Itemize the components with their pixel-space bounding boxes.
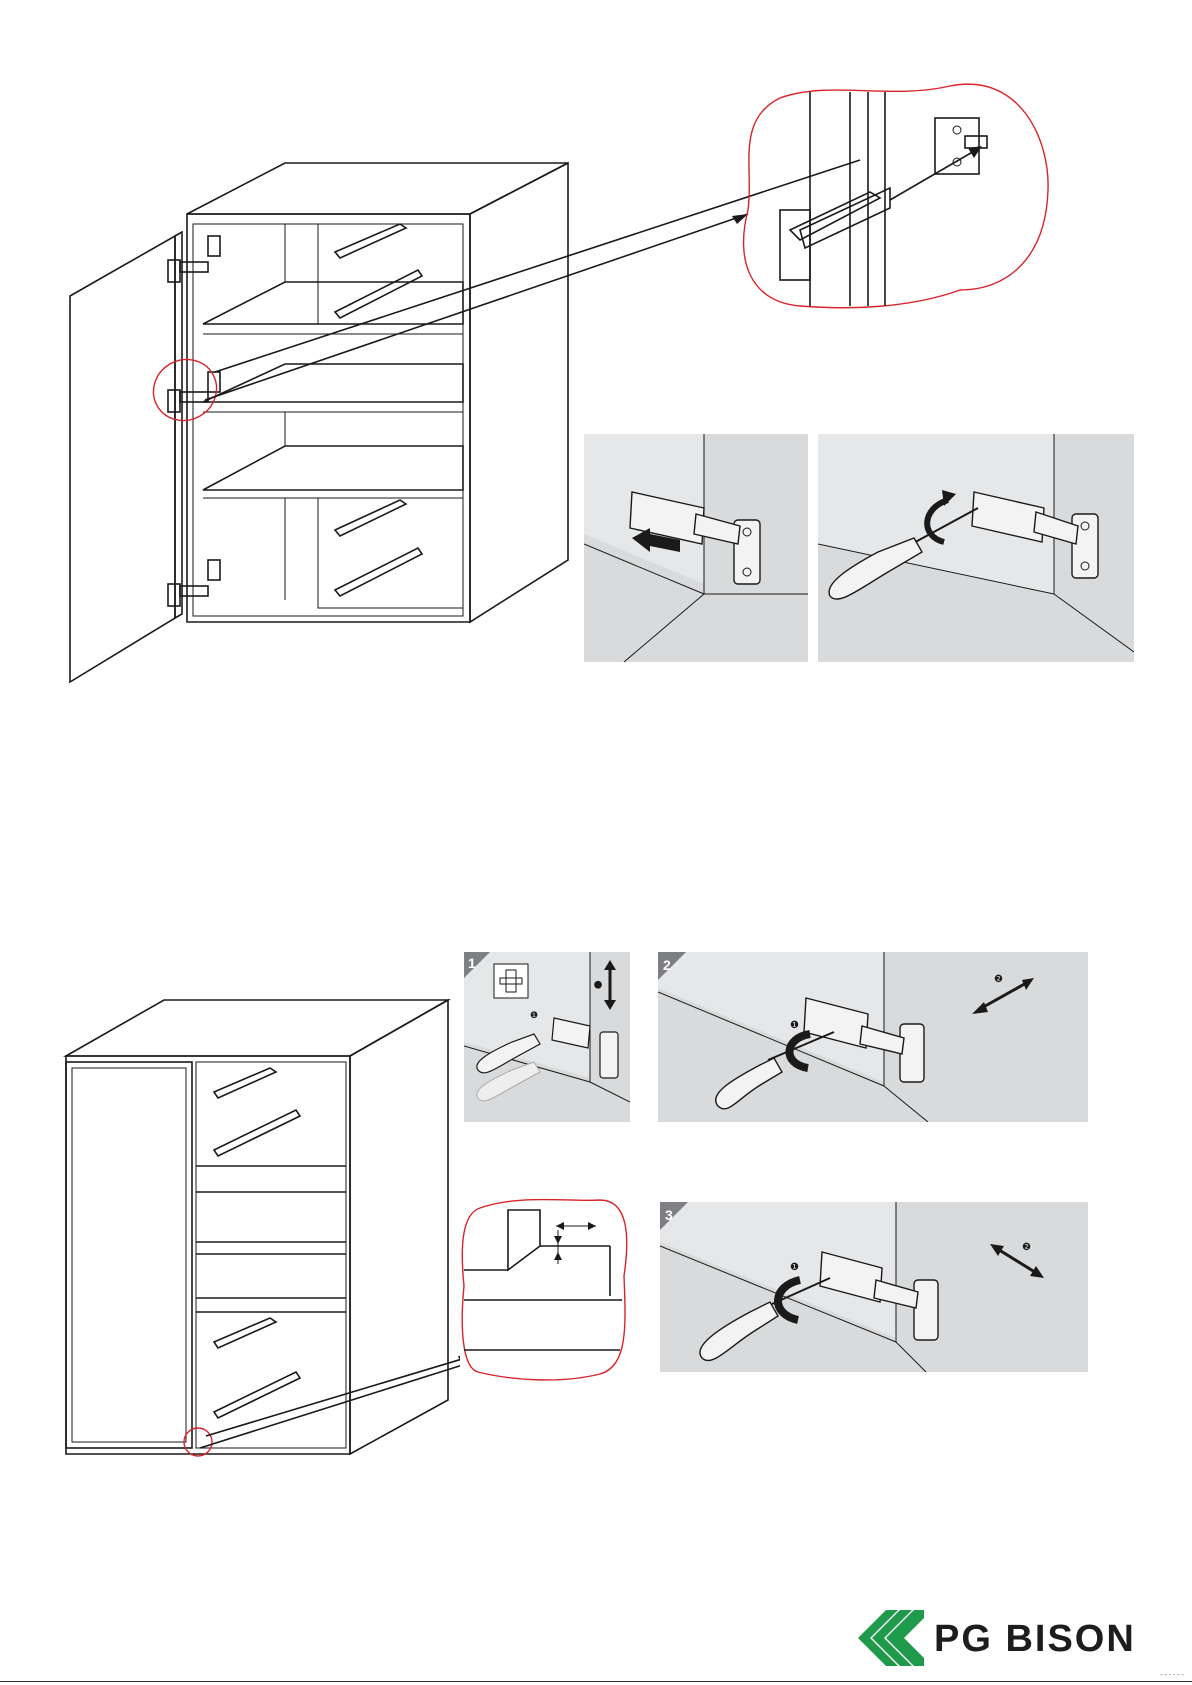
gap-highlight-circle	[184, 1428, 212, 1456]
closed-door	[66, 1062, 192, 1448]
brand-name: PG BISON	[934, 1618, 1136, 1661]
svg-text:❶: ❶	[790, 1262, 799, 1273]
step-number: 2	[663, 957, 671, 973]
step-number: 1	[468, 955, 476, 971]
mounting-plate	[935, 118, 987, 174]
hinge-panel-screw	[818, 434, 1134, 662]
svg-text:❷: ❷	[594, 980, 602, 990]
detail-highlight-outline	[462, 1200, 627, 1380]
drawer-runner	[214, 1068, 300, 1418]
leader-line	[200, 1362, 460, 1448]
footer-mark: - - - - - -	[1160, 1672, 1184, 1679]
leader-line	[206, 1356, 460, 1436]
hinge-panel-slide	[584, 434, 808, 662]
brand-logo: PG BISON	[858, 1610, 1178, 1670]
hinge-plate-detail	[740, 80, 1060, 320]
drawer-runner	[335, 224, 422, 596]
footer-rule	[0, 1681, 1192, 1682]
adjust-step-2-panel: 2 ❷ ❶	[658, 952, 1088, 1122]
leader-line	[205, 214, 748, 400]
svg-text:❶: ❶	[530, 1010, 538, 1020]
pg-bison-logo-icon	[858, 1610, 924, 1666]
cabinet-carcass	[187, 163, 568, 622]
hinge-highlight-circle	[142, 348, 227, 432]
open-door	[70, 232, 182, 682]
door-gap-detail	[460, 1196, 630, 1386]
svg-text:❶: ❶	[790, 1020, 799, 1031]
svg-text:❷: ❷	[994, 974, 1003, 985]
step-number: 3	[665, 1207, 673, 1223]
hinge-plate-inset-icon	[494, 964, 528, 998]
bottom-cabinet-illustration	[0, 980, 460, 1460]
adjust-step-1-panel: 1 ❷ ❶	[464, 952, 630, 1122]
svg-text:❷: ❷	[1022, 1242, 1031, 1253]
adjust-step-3-panel: 3 ❷ ❶	[660, 1202, 1088, 1372]
